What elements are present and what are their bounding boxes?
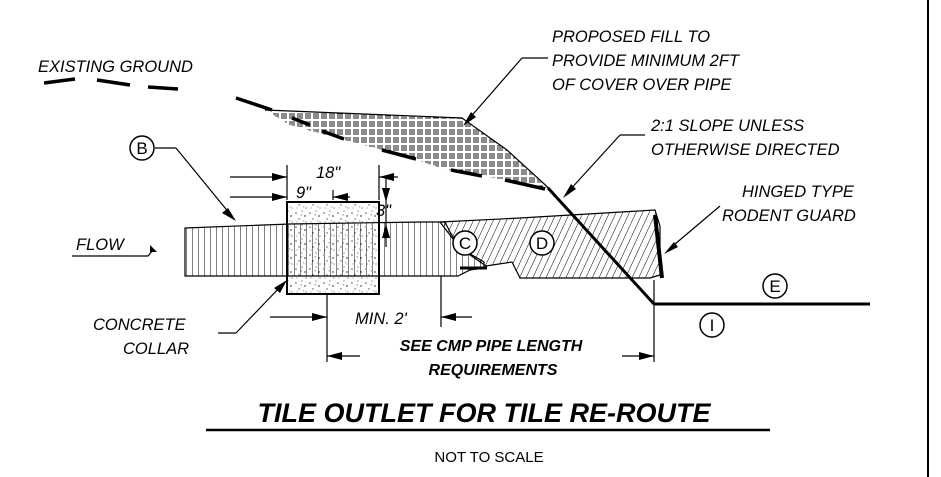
fill-top-line [264, 109, 554, 193]
dim-cmp-arrow-right [639, 352, 654, 360]
slope-leader-arrow [563, 184, 576, 198]
scale-note: NOT TO SCALE [434, 449, 543, 466]
dim-min2-arrow-left [312, 313, 327, 321]
dim-9 [230, 190, 350, 200]
rodent-guard [653, 214, 664, 279]
slope-line [546, 186, 656, 306]
fill-label-line3: OF COVER OVER PIPE [552, 76, 732, 94]
dim-cmp-arrow-left [327, 352, 342, 360]
dim-18-arrow-left [272, 173, 287, 181]
callout-c: C [452, 230, 478, 256]
fill-leader-diag [467, 57, 523, 121]
slope-label-line1: 2:1 SLOPE UNLESS [650, 117, 804, 135]
dim-18-arrow-right [379, 173, 394, 181]
min-label: MIN. 2' [355, 310, 408, 328]
fill-label-line2: PROVIDE MINIMUM 2FT [552, 52, 741, 70]
dim-18 [230, 165, 398, 200]
dim-3-arrow-top [382, 188, 390, 202]
cmp-label-line1: SEE CMP PIPE LENGTH [400, 338, 583, 355]
slope-leader-diag [567, 134, 621, 193]
callout-d: D [529, 230, 555, 256]
svg-text:E: E [769, 277, 780, 296]
callout-e: E [762, 273, 788, 299]
callout-b: B [129, 135, 155, 161]
svg-text:I: I [710, 316, 715, 335]
cmp-label-line2: REQUIREMENTS [429, 362, 558, 379]
dim-9-arrow-left [272, 193, 287, 201]
rodent-guard-arrow [664, 242, 678, 254]
callout-b-leader-diag [175, 147, 231, 215]
svg-text:B: B [136, 139, 147, 158]
collar-label-line1: CONCRETE [93, 316, 187, 334]
fill-label-line1: PROPOSED FILL TO [552, 28, 710, 46]
callout-i: I [699, 312, 725, 338]
guard-label-line1: HINGED TYPE [742, 183, 855, 201]
flow-arrowhead [150, 245, 157, 252]
rodent-guard-leader [667, 205, 721, 251]
dim-9-arrow-right [333, 193, 348, 201]
svg-text:C: C [459, 234, 471, 253]
dim-3-label: 3" [376, 202, 392, 220]
existing-ground-line [43, 77, 546, 191]
proposed-fill-area [265, 110, 547, 188]
svg-text:D: D [536, 234, 548, 253]
collar-leader-diag [235, 284, 283, 334]
existing-ground-label: EXISTING GROUND [38, 58, 193, 76]
dim-3-arrow-bottom [382, 224, 390, 238]
dim-min2-arrow-right [441, 313, 456, 321]
concrete-collar [286, 201, 380, 295]
dim-9-label: 9" [296, 184, 312, 202]
guard-label-line2: RODENT GUARD [722, 207, 856, 225]
collar-leader-arrow [274, 280, 287, 293]
flow-label: FLOW [76, 236, 125, 254]
collar-label-line2: COLLAR [123, 340, 189, 358]
dim-18-label: 18" [316, 164, 341, 182]
diagram-title: TILE OUTLET FOR TILE RE-ROUTE [258, 398, 712, 428]
slope-label-line2: OTHERWISE DIRECTED [651, 141, 840, 159]
callout-b-arrow [222, 208, 236, 221]
fill-leader-arrow [463, 112, 476, 126]
